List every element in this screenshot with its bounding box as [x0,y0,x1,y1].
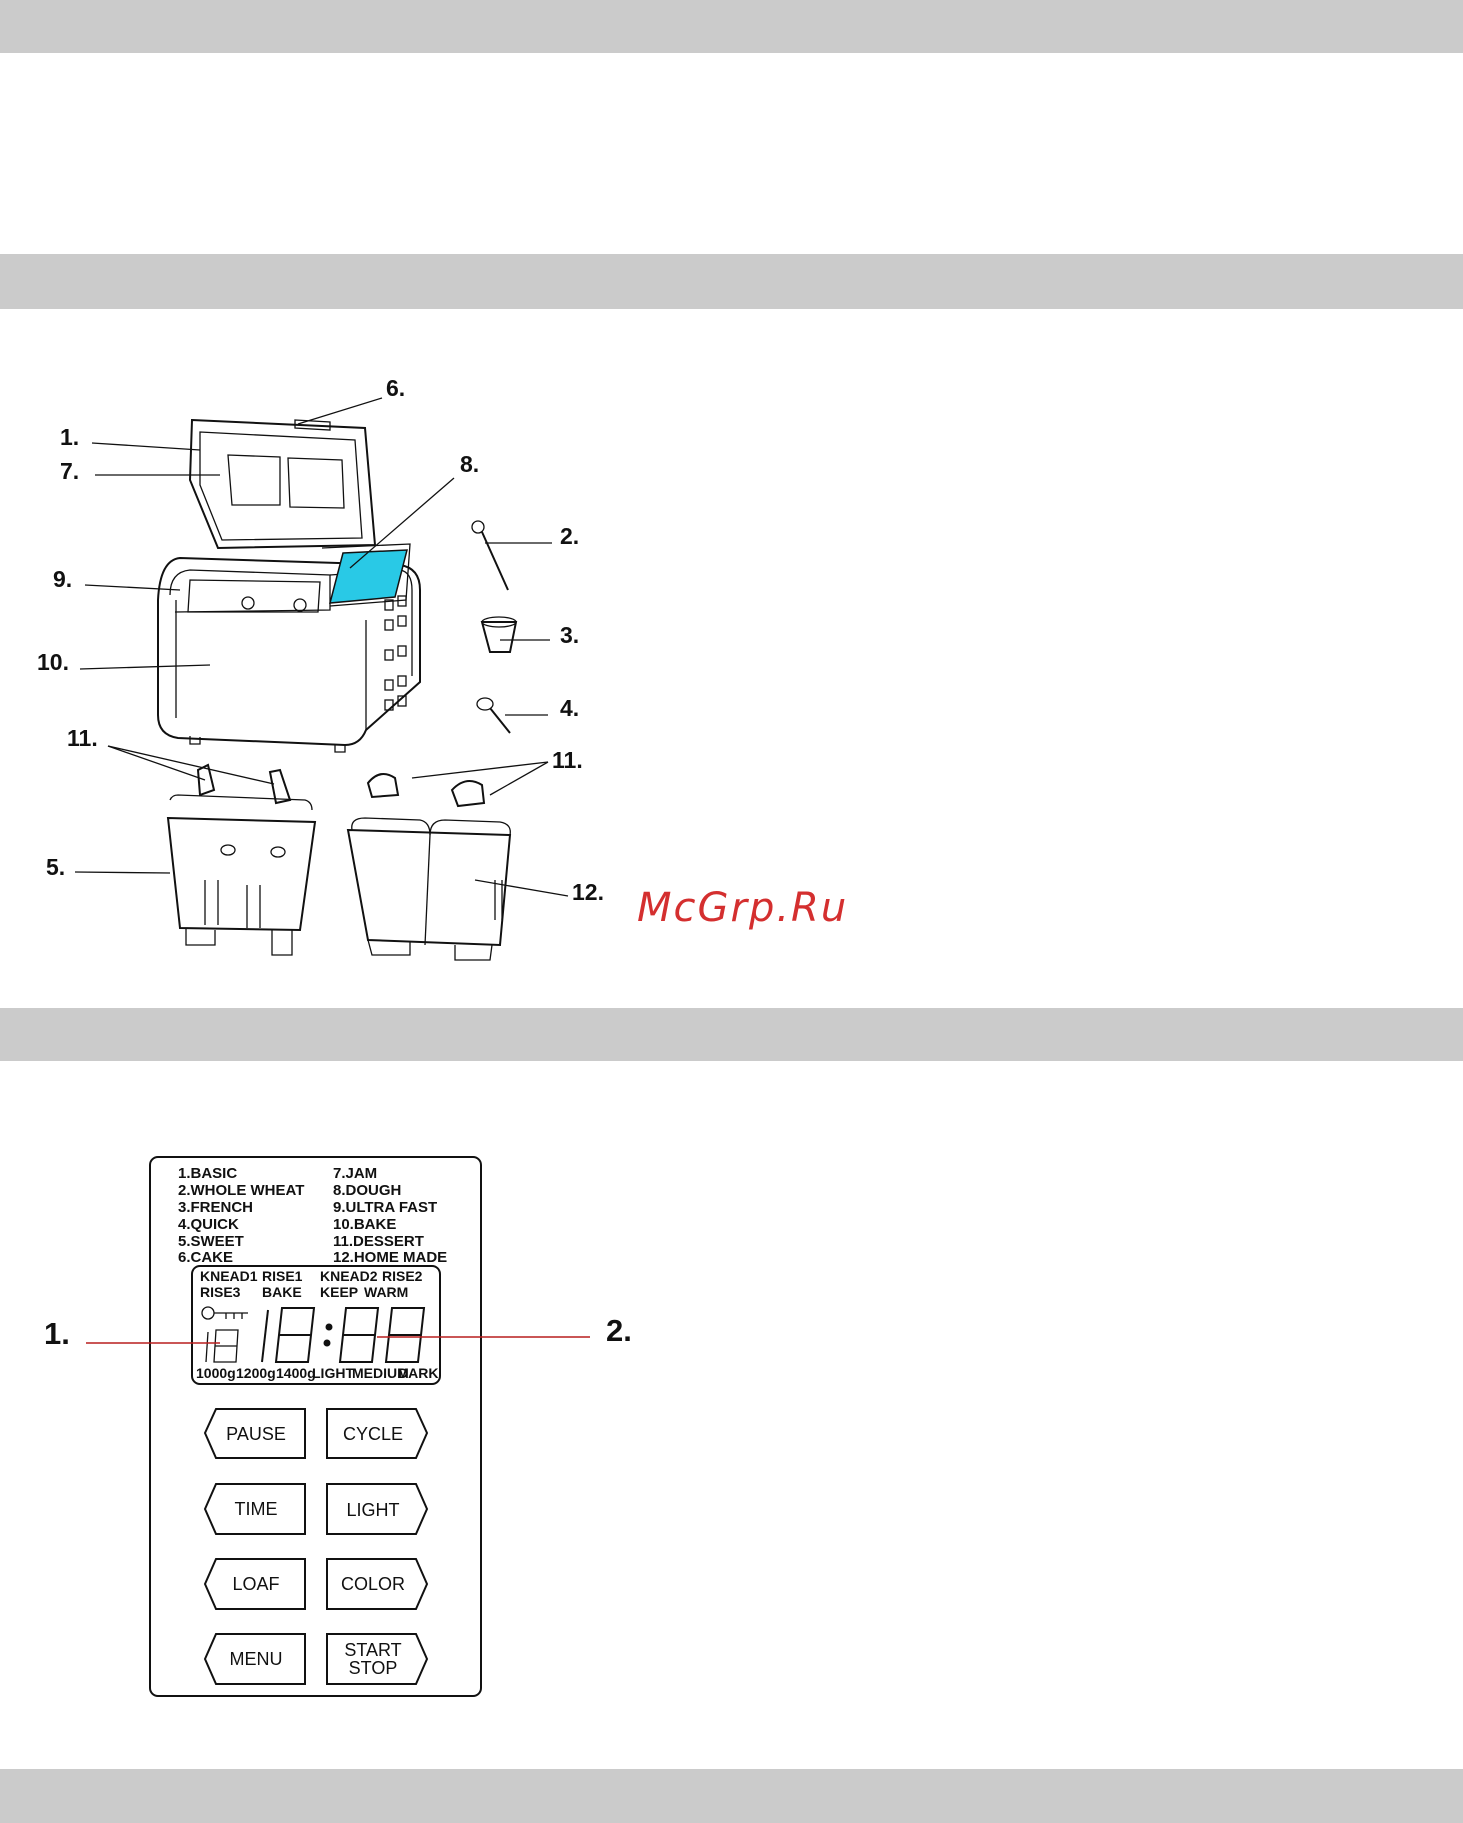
menu-item: 5.SWEET [178,1233,244,1250]
lcd-stage-label: KNEAD1 [200,1268,258,1284]
menu-item: 8.DOUGH [333,1182,401,1199]
label-11-single: 11. [67,725,98,751]
section-bar-panel [0,1008,1463,1061]
stop-button[interactable]: STOP [349,1658,398,1678]
measuring-spoon [476,697,511,734]
bread-pan-single [166,794,317,956]
time-digits [261,1307,426,1363]
label-8: 8. [460,451,479,477]
menu-item: 2.WHOLE WHEAT [178,1182,304,1199]
lcd-stage-label: RISE3 [200,1284,241,1300]
kneading-paddles-double [366,773,486,808]
lcd-color-label: DARK [398,1365,438,1381]
lcd-stage-label: KEEP [320,1284,358,1300]
callout-2: 2. [606,1313,632,1348]
lcd-color-label: LIGHT [312,1365,354,1381]
callout-1: 1. [44,1316,70,1351]
label-7: 7. [60,458,79,484]
color-button[interactable]: COLOR [341,1574,405,1594]
control-panel-diagram: 1.BASIC 2.WHOLE WHEAT 3.FRENCH 4.QUICK 5… [44,1156,632,1697]
menu-item: 7.JAM [333,1165,377,1182]
light-button[interactable]: LIGHT [346,1500,399,1520]
section-bar-parts [0,254,1463,309]
cycle-button[interactable]: CYCLE [343,1424,403,1444]
panel-frame [149,1156,482,1697]
menu-item: 12.HOME MADE [333,1249,447,1266]
menu-item: 6.CAKE [178,1249,233,1266]
lcd-color-label: MEDIUM [352,1365,409,1381]
label-12: 12. [572,879,604,905]
label-6: 6. [386,375,405,401]
time-button[interactable]: TIME [235,1499,278,1519]
lcd-size-label: 1200g [236,1365,276,1381]
menu-item: 3.FRENCH [178,1199,253,1216]
label-10: 10. [37,649,69,675]
lcd-display: KNEAD1 RISE1 KNEAD2 RISE2 RISE3 BAKE KEE… [191,1265,441,1385]
label-9: 9. [53,566,72,592]
button-row-2: TIME LIGHT [203,1483,429,1535]
menu-item: 4.QUICK [178,1216,239,1233]
header-bar [0,0,1463,53]
lid [188,418,377,550]
label-1: 1. [60,424,79,450]
button-row-3: LOAF COLOR [203,1558,429,1610]
hook-tool [471,520,509,591]
pause-button[interactable]: PAUSE [226,1424,286,1444]
key-icon [201,1306,248,1320]
label-2: 2. [560,523,579,549]
menu-item: 11.DESSERT [333,1233,424,1250]
menu-item: 9.ULTRA FAST [333,1199,437,1216]
bread-pan-double [346,817,512,961]
footer-bar [0,1769,1463,1823]
bread-maker-body [157,543,421,753]
lcd-stage-label: RISE1 [262,1268,303,1284]
watermark: McGrp.Ru [637,885,849,931]
start-button[interactable]: START [344,1640,401,1660]
button-row-1: PAUSE CYCLE [203,1408,429,1459]
label-3: 3. [560,622,579,648]
lcd-stage-label: WARM [364,1284,408,1300]
lcd-size-label: 1400g [276,1365,316,1381]
label-11-double: 11. [552,747,583,773]
lcd-stage-label: RISE2 [382,1268,423,1284]
menu-item: 10.BAKE [333,1216,396,1233]
program-number-digits [205,1329,239,1363]
measuring-cup [480,616,518,653]
lcd-size-label: 1000g [196,1365,236,1381]
label-4: 4. [560,695,579,721]
lcd-stage-label: KNEAD2 [320,1268,378,1284]
lcd-stage-label: BAKE [262,1284,302,1300]
program-menu: 1.BASIC 2.WHOLE WHEAT 3.FRENCH 4.QUICK 5… [178,1165,447,1266]
label-5: 5. [46,854,65,880]
menu-button[interactable]: MENU [230,1649,283,1669]
button-row-4: MENU START STOP [203,1633,429,1685]
parts-diagram: 1. 2. 3. 4. 5. 6. 7. 8. 9. 10. 11. 11. 1… [37,375,604,961]
loaf-button[interactable]: LOAF [232,1574,279,1594]
menu-item: 1.BASIC [178,1165,237,1182]
